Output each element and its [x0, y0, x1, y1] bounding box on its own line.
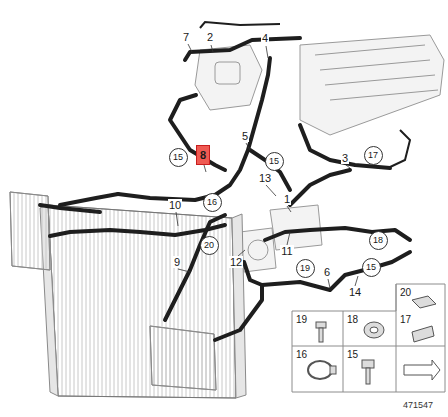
circled-callout: 15	[362, 258, 381, 277]
circled-callout: 17	[364, 146, 383, 165]
diagram-id: 471547	[402, 399, 434, 411]
radiator	[40, 205, 246, 398]
callout-number: 5	[241, 130, 249, 142]
callout-number: 9	[173, 256, 181, 268]
callout-number: 1	[283, 193, 291, 205]
circled-callout: 18	[369, 231, 388, 250]
inset-callout: 17	[399, 314, 412, 326]
callout-number: 14	[348, 286, 362, 298]
inset-callout: 18	[346, 314, 359, 326]
parts-inset-grid	[292, 284, 445, 392]
circled-callout: 15	[265, 152, 284, 171]
callout-number: 13	[258, 172, 272, 184]
callout-number: 11	[280, 245, 293, 257]
circled-callout: 15	[169, 148, 188, 167]
circled-callout: 16	[203, 193, 222, 212]
coolant-pipe	[200, 22, 410, 168]
circled-callout: 19	[296, 259, 315, 278]
callout-number: 6	[323, 266, 331, 278]
callout-number: 2	[206, 31, 214, 43]
callout-number: 10	[168, 199, 182, 211]
callout-number: 4	[261, 32, 269, 44]
callout-number: 3	[341, 152, 349, 164]
callout-number: 12	[229, 256, 243, 268]
auxiliary-cooler	[10, 192, 216, 390]
leader-line	[176, 44, 358, 288]
inset-callout: 16	[295, 349, 308, 361]
inset-callout: 20	[399, 287, 412, 299]
callout-number: 7	[182, 31, 190, 43]
highlighted-callout: 8	[196, 145, 210, 165]
circled-callout: 20	[200, 236, 219, 255]
inset-callout: 19	[295, 314, 308, 326]
part-icon	[308, 296, 440, 384]
inset-callout: 15	[346, 349, 359, 361]
coolant-hose	[40, 38, 410, 340]
